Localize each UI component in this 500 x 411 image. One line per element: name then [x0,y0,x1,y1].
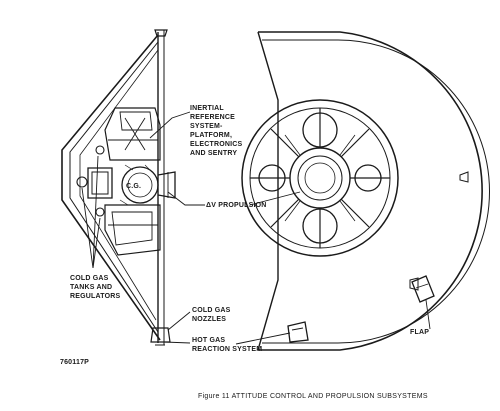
label-cg: C.G. [126,183,141,190]
label-line: INERTIAL [190,105,224,112]
label-line: NOZZLES [192,316,226,323]
label-line: SYSTEM- [190,123,223,130]
label-line: PLATFORM, [190,132,232,139]
label-line: COLD GAS [70,275,109,282]
label-line: REGULATORS [70,293,120,300]
label-flap: FLAP [410,329,429,336]
label-cold-gas-tanks: COLD GAS TANKS AND REGULATORS [70,275,120,300]
leader-lines [81,111,431,345]
label-line: ELECTRONICS [190,141,242,148]
label-line: REFERENCE [190,114,235,121]
label-line: AND SENTRY [190,150,237,157]
label-line: COLD GAS [192,307,231,314]
label-line: HOT GAS [192,337,225,344]
drawing-number: 760117P [60,359,89,366]
label-hot-gas-reaction: HOT GAS REACTION SYSTEM [192,337,262,353]
side-view-spacecraft [61,29,176,346]
figure-caption: Figure 11 ATTITUDE CONTROL AND PROPULSIO… [198,393,428,400]
label-line: REACTION SYSTEM [192,346,262,353]
label-delta-v-propulsion: ΔV PROPULSION [206,202,267,209]
label-inertial-reference: INERTIAL REFERENCE SYSTEM- PLATFORM, ELE… [190,105,242,157]
label-line: TANKS AND [70,284,112,291]
front-view-spacecraft [241,31,490,351]
label-cold-gas-nozzles: COLD GAS NOZZLES [192,307,231,323]
